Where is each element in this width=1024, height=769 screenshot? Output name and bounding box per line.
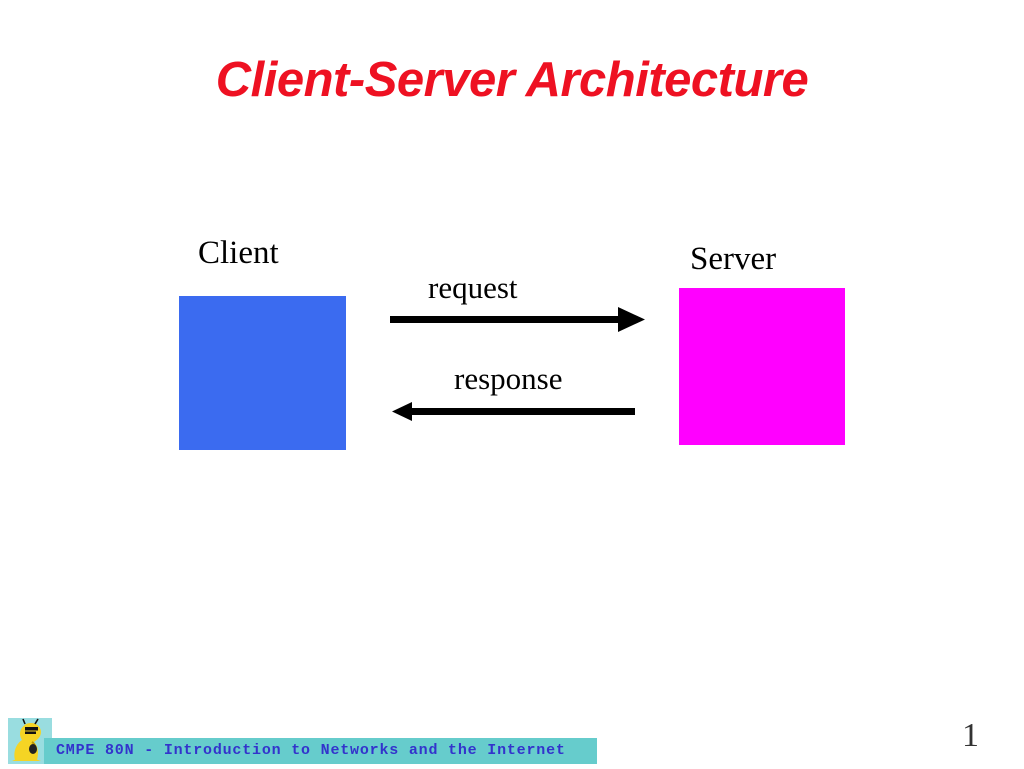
client-node-label: Client [198, 235, 279, 271]
client-node-box [179, 296, 346, 450]
response-arrow-icon [392, 402, 635, 421]
request-response-arrows [390, 307, 645, 421]
page-title: Client-Server Architecture [215, 53, 809, 107]
message-flow-group: request response [380, 262, 660, 432]
request-arrow-label: request [428, 270, 518, 305]
page-number: 1 [962, 717, 979, 754]
response-arrow-label: response [454, 361, 563, 396]
footer-course-text: CMPE 80N - Introduction to Networks and … [56, 742, 566, 759]
request-arrow-icon [390, 307, 645, 332]
server-node-box [679, 288, 845, 445]
footer-course-bar: CMPE 80N - Introduction to Networks and … [44, 738, 597, 764]
server-node-label: Server [690, 241, 777, 277]
